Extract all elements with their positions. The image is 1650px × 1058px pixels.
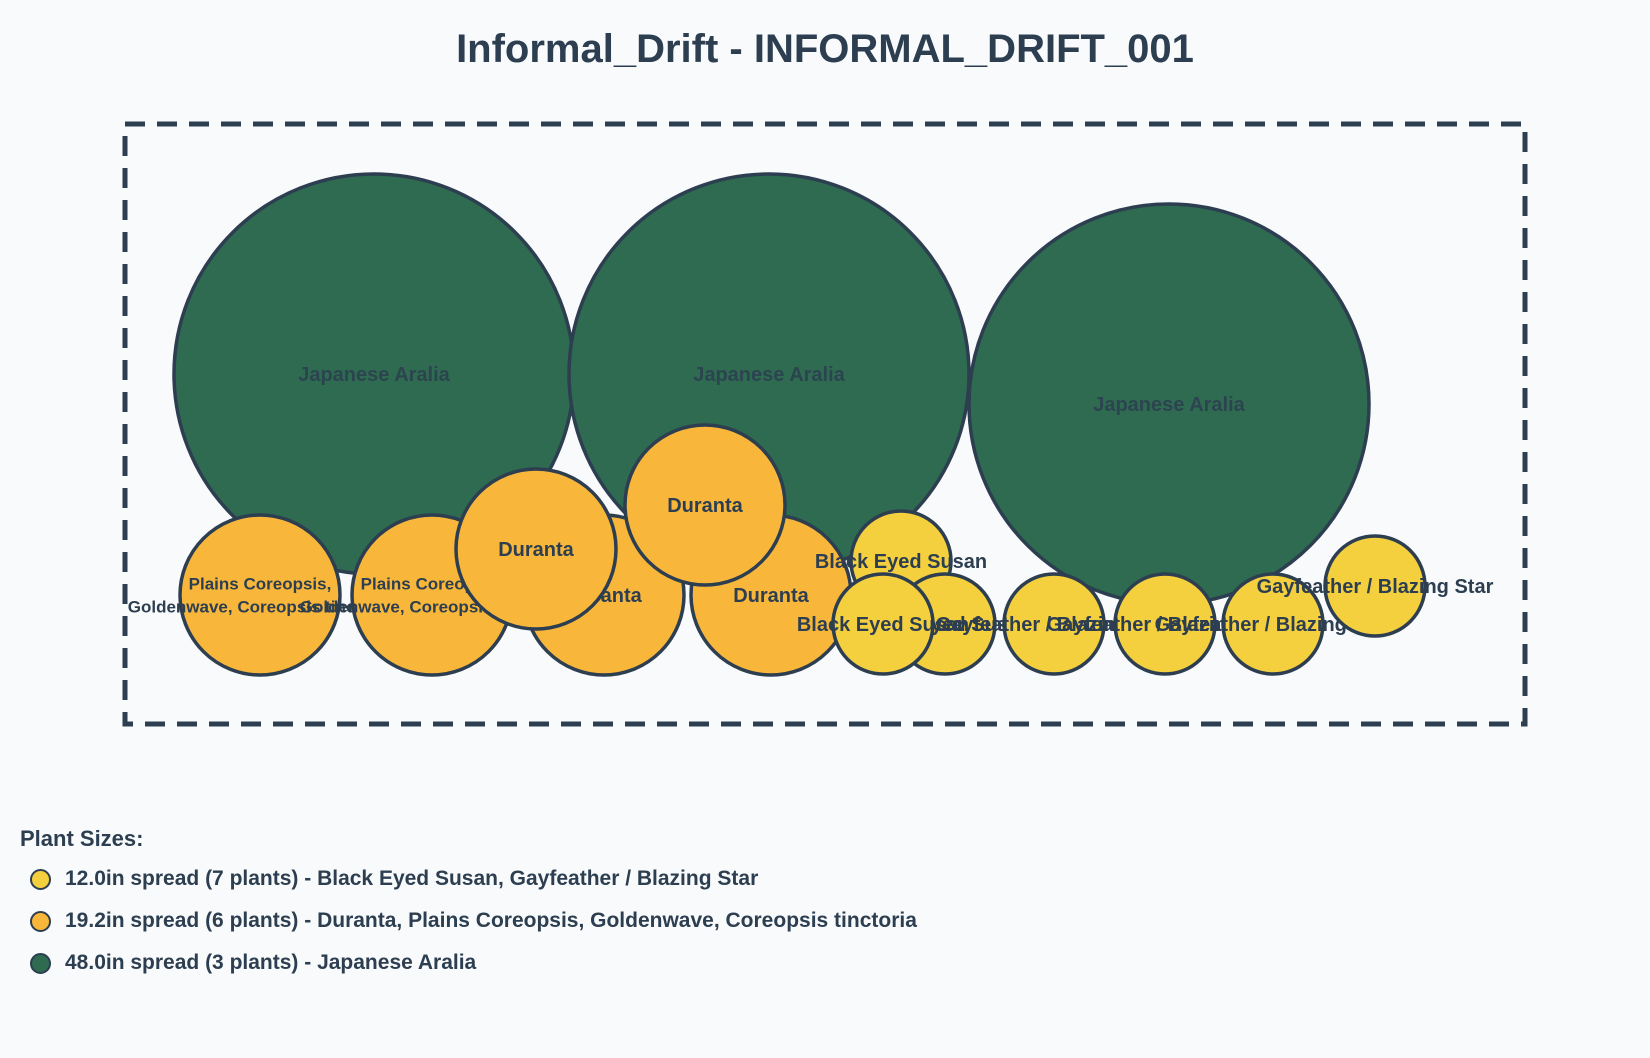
- plant-gayfeather-blazing-star-14: [1221, 572, 1325, 676]
- plant-label-duranta-6: Duranta: [733, 585, 809, 607]
- legend-swatch-large: [30, 952, 51, 974]
- plant-gayfeather-blazing-star-13: [1113, 572, 1217, 676]
- plant-label-black-eyed-susan-11: Black Eyed Susan: [797, 614, 969, 636]
- plant-label-duranta-8: Duranta: [667, 495, 743, 517]
- plant-gayfeather-blazing-star-15: [1323, 534, 1427, 638]
- plant-label-gayfeather-blazing-star-12: Gayfeather / Blazing Star: [936, 614, 1173, 636]
- plant-black-eyed-susan-11: [831, 572, 935, 676]
- plant-label-duranta-7: Duranta: [498, 539, 574, 561]
- plant-label-black-eyed-susan-9: Black Eyed Susan: [815, 551, 987, 573]
- plant-plains-coreopsis-goldenwave-coreopsis-tinctoria-3: [178, 513, 342, 677]
- legend-label-small: 12.0in spread (7 plants) - Black Eyed Su…: [65, 867, 759, 890]
- bed-boundary: [122, 121, 1528, 727]
- plant-label-gayfeather-blazing-star-15: Gayfeather / Blazing Star: [1257, 576, 1494, 598]
- legend-label-large: 48.0in spread (3 plants) - Japanese Aral…: [65, 951, 477, 974]
- plant-label-gayfeather-blazing-star-14: Gayfeather / Blazing Star: [1155, 614, 1392, 636]
- legend-item-small: 12.0in spread (7 plants) - Black Eyed Su…: [20, 858, 917, 900]
- legend: Plant Sizes: 12.0in spread (7 plants) - …: [20, 826, 917, 984]
- plant-label-japanese-aralia-0: Japanese Aralia: [298, 364, 450, 386]
- plant-label-japanese-aralia-1: Japanese Aralia: [693, 364, 845, 386]
- legend-item-large: 48.0in spread (3 plants) - Japanese Aral…: [20, 942, 917, 984]
- plant-gayfeather-blazing-star-12: [1002, 572, 1106, 676]
- legend-item-medium: 19.2in spread (6 plants) - Duranta, Plai…: [20, 900, 917, 942]
- plant-label-japanese-aralia-2: Japanese Aralia: [1093, 394, 1245, 416]
- plan-title: Informal_Drift - INFORMAL_DRIFT_001: [456, 27, 1194, 71]
- legend-swatch-medium: [30, 910, 51, 932]
- plant-duranta-8: [623, 423, 787, 587]
- legend-label-medium: 19.2in spread (6 plants) - Duranta, Plai…: [65, 909, 917, 932]
- plant-duranta-7: [454, 467, 618, 631]
- legend-swatch-small: [30, 868, 51, 890]
- plant-label-plains-coreopsis-goldenwave-coreopsis-tinctoria-3: Plains Coreopsis,Goldenwave, Coreopsis t…: [128, 574, 393, 616]
- legend-title: Plant Sizes:: [20, 826, 144, 851]
